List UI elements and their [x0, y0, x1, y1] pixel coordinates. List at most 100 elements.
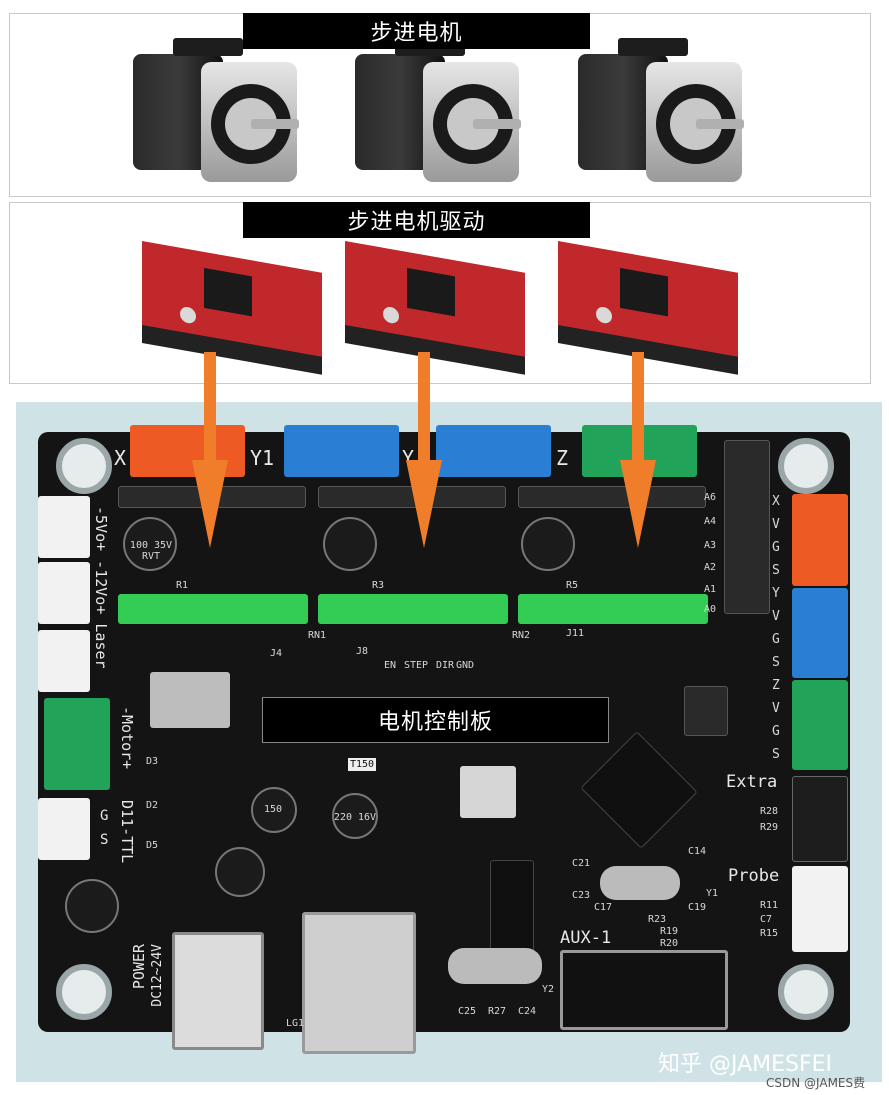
- terminal-strip-3: [518, 594, 708, 624]
- tiny-label: J8: [356, 646, 369, 657]
- silk-motor: -Motor+: [118, 706, 136, 770]
- cap-label-2: 220 16V: [333, 812, 377, 823]
- tiny-label: D5: [146, 840, 159, 851]
- right-pin-label: S: [772, 747, 780, 762]
- tiny-label: R28: [760, 806, 779, 817]
- cap-label-1: 100 35V RVT: [129, 540, 173, 562]
- tiny-label: EN: [384, 660, 397, 671]
- right-connector-z: [792, 680, 848, 770]
- power-jack: [172, 932, 264, 1050]
- tiny-label: RN2: [512, 630, 531, 641]
- silk-g: G: [100, 808, 109, 824]
- regulator: [150, 672, 230, 728]
- left-connector-laser: [38, 630, 90, 692]
- silk-z: Z: [556, 446, 569, 470]
- tiny-label: A6: [704, 492, 717, 503]
- right-pin-label: V: [772, 609, 780, 624]
- silk-d11: D11-TTL: [118, 800, 136, 864]
- stepper-motor-2: [355, 38, 521, 182]
- tiny-label: R15: [760, 928, 779, 939]
- pin-header-right: [724, 440, 770, 614]
- mount-hole-bottom-right: [778, 964, 834, 1020]
- left-connector-5v: [38, 496, 90, 558]
- terminal-strip-1: [118, 594, 308, 624]
- stepper-driver-3: [558, 241, 738, 375]
- tiny-label: Y2: [542, 984, 555, 995]
- stepper-driver-1: [142, 241, 322, 375]
- driver-socket-2: [318, 486, 506, 508]
- tiny-label: R29: [760, 822, 779, 833]
- mount-hole-bottom-left: [56, 964, 112, 1020]
- tiny-label: C14: [688, 846, 707, 857]
- csdn-credit: CSDN @JAMES费: [766, 1076, 866, 1090]
- board-label: 电机控制板: [262, 697, 609, 743]
- aux-connector: [560, 950, 728, 1030]
- tiny-label: DIR: [436, 660, 455, 671]
- right-pin-label: G: [772, 540, 780, 555]
- right-pin-label: V: [772, 701, 780, 716]
- tiny-label: D3: [146, 756, 159, 767]
- tiny-label: R27: [488, 1006, 507, 1017]
- drivers-panel: [9, 202, 871, 384]
- probe-connector: [792, 866, 848, 952]
- tiny-label: R19: [660, 926, 679, 937]
- tiny-label: A1: [704, 584, 717, 595]
- silk-extra: Extra: [726, 772, 778, 792]
- right-pin-label: G: [772, 724, 780, 739]
- silk-probe: Probe: [728, 866, 780, 886]
- tiny-label: C25: [458, 1006, 477, 1017]
- motor-connector-y: [436, 425, 551, 477]
- motor-connector-y1: [284, 425, 399, 477]
- silk-y: Y: [402, 446, 415, 470]
- tiny-label: A4: [704, 516, 717, 527]
- extra-connector: [792, 776, 848, 862]
- tiny-label: R20: [660, 938, 679, 949]
- terminal-strip-2: [318, 594, 508, 624]
- silk-aux: AUX-1: [560, 928, 612, 948]
- right-pin-label: S: [772, 655, 780, 670]
- mount-hole-top-right: [778, 438, 834, 494]
- jumper-block: [684, 686, 728, 736]
- tiny-label: C24: [518, 1006, 537, 1017]
- tiny-label: R3: [372, 580, 385, 591]
- usb-serial-chip: [490, 860, 534, 956]
- motors-label: 步进电机: [243, 13, 590, 49]
- left-connector-ttl: [38, 798, 90, 860]
- tiny-label: R5: [566, 580, 579, 591]
- silk-power: POWER: [130, 944, 148, 990]
- stepper-drivers-illustration: [142, 241, 738, 375]
- silk-y1: Y1: [250, 446, 275, 470]
- right-pin-label: Y: [772, 586, 780, 601]
- stepper-driver-2: [345, 241, 525, 375]
- driver-socket-3: [518, 486, 706, 508]
- tiny-label: C7: [760, 914, 773, 925]
- left-connector-12v: [38, 562, 90, 624]
- tiny-label: A2: [704, 562, 717, 573]
- silk-s: S: [100, 832, 109, 848]
- tiny-label: R11: [760, 900, 779, 911]
- t150-label: T150: [348, 758, 377, 771]
- tiny-label: J4: [270, 648, 283, 659]
- right-pin-label: V: [772, 517, 780, 532]
- cap-label-3: 150: [264, 804, 283, 815]
- tiny-label: RN1: [308, 630, 327, 641]
- tiny-label: R1: [176, 580, 189, 591]
- right-connector-y: [792, 588, 848, 678]
- tiny-label: A0: [704, 604, 717, 615]
- right-pin-labels: X V G S Y V G S Z V G S: [772, 494, 790, 770]
- stepper-motor-1: [133, 38, 299, 182]
- tiny-label: GND: [456, 660, 475, 671]
- mount-hole-top-left: [56, 438, 112, 494]
- stepper-motor-3: [578, 38, 744, 182]
- usb-port: [302, 912, 416, 1054]
- silk-x1: X: [114, 446, 127, 470]
- drivers-label: 步进电机驱动: [243, 202, 590, 238]
- silk-side-left: -5Vo+ -12Vo+ Laser: [92, 506, 110, 669]
- reset-button: [460, 766, 516, 818]
- tiny-label: D2: [146, 800, 159, 811]
- motor-connector-z: [582, 425, 697, 477]
- motor-power-terminal: [44, 698, 110, 790]
- motor-connector-x: [130, 425, 245, 477]
- tiny-label: A3: [704, 540, 717, 551]
- right-pin-label: Z: [772, 678, 780, 693]
